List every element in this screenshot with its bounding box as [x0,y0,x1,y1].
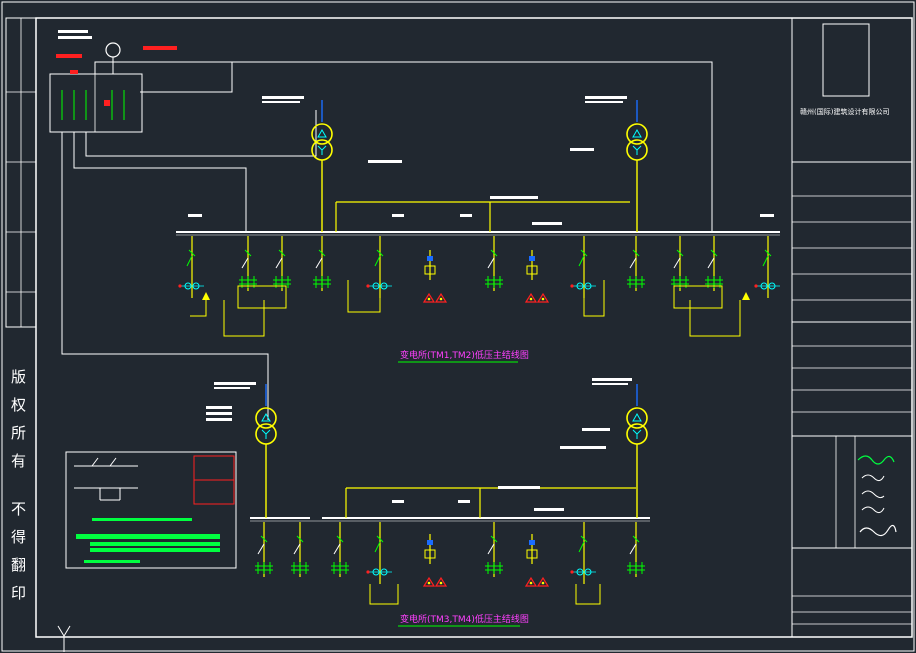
notice-char: 翻 [11,556,26,574]
hv-cables [61,61,713,420]
diagram-tm1-tm2: 变电所(TM1,TM2)低压主结线图 [176,96,781,363]
hv-incoming-panel [49,30,177,133]
notice-char: 权 [11,396,26,414]
company-name: 赣州(国际)建筑设计有限公司 [800,107,889,116]
diagram-title: 变电所(TM3,TM4)低压主结线图 [400,613,529,625]
notice-char: 有 [11,452,26,470]
diagram-title: 变电所(TM1,TM2)低压主结线图 [400,349,529,361]
notice-char: 所 [11,424,26,442]
diagram-tm3-tm4: 变电所(TM3,TM4)低压主结线图 [206,378,650,627]
notice-char: 版 [11,368,26,386]
axis-mark [57,625,71,652]
notice-char: 得 [11,528,26,546]
title-block: 赣州(国际)建筑设计有限公司 [791,18,912,637]
notice-char: 不 [11,500,26,518]
copyright-notice: 版 权 所 有 不 得 翻 印 [11,368,26,602]
interlock-legend [65,451,237,569]
notice-char: 印 [11,584,26,602]
